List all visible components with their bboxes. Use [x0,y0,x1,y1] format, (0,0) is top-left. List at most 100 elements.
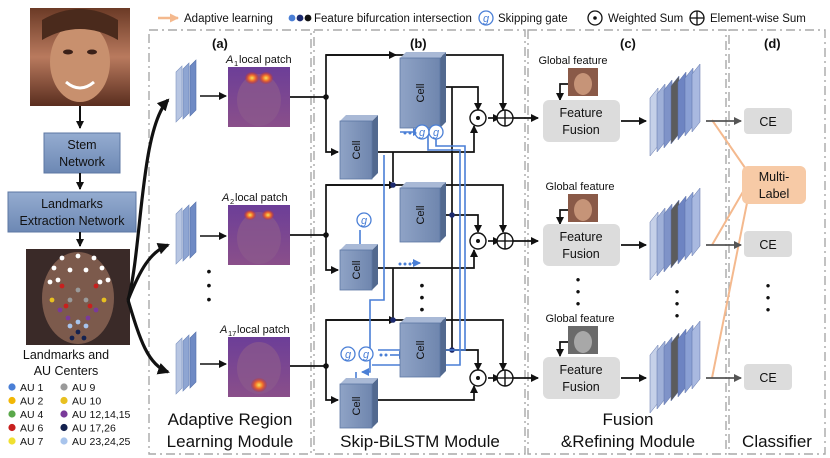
bifurcation-dots [323,94,455,369]
landmark-point [55,277,61,283]
cell-label: Cell [351,141,363,160]
panel-a-title-line2: Learning Module [167,432,294,451]
ellipsis-dots-b-1: • [420,277,425,293]
landmark-point [63,303,69,309]
gate-symbol: g [419,127,426,139]
ce-box-2: CE [744,231,792,257]
feature-stack-3 [175,331,197,395]
landmark-point [93,307,99,313]
skipping-gate-icon: g [340,346,356,362]
au-legend-label: AU 12,14,15 [72,409,131,421]
stem-network-box: Stem Network [43,132,121,174]
global-feature-arrows [556,83,568,357]
panel-b-title: Skip-BiLSTM Module [340,432,500,451]
panel-borders [148,29,826,455]
panel-d-label: (d) [764,36,781,51]
au-color-dot [60,437,68,445]
fusion-to-refine-arrows [621,117,647,382]
au-color-dot [8,396,16,405]
fusion-refining-module: Global feature Global feature Global fea… [538,55,701,414]
panel-c-border [527,29,727,455]
landmark-point [83,297,89,303]
landmark-point [99,265,105,271]
gate-symbol: g [345,349,352,361]
au-color-dot [60,383,68,391]
au-color-dot [8,423,16,432]
feature-bifurcation-dots-icon [288,14,312,22]
feature-fusion-3-line1: Feature [559,363,602,377]
skipping-gate-icon: g [478,10,494,26]
skipping-gate-icon: g [358,346,374,362]
skipping-gate-icon: g [428,124,444,140]
feature-fusion-3-line2: Fusion [562,380,600,394]
element-wise-sum-icon [496,369,514,387]
au-legend-label: AU 6 [20,423,44,435]
element-wise-sum-icon [496,109,514,127]
element-wise-sum-icon [496,232,514,250]
panel-d-title: Classifier [742,432,812,451]
landmark-point [81,335,87,341]
patch-2-suffix: local patch [235,192,288,204]
au-legend-label: AU 17,26 [72,423,116,435]
ellipsis-dots-d-3: • [766,302,771,317]
landmark-point [101,297,107,303]
ce-box-3: CE [744,364,792,390]
patch-3-sub: 17 [228,329,236,338]
global-face-1 [568,68,598,96]
landmark-point [75,329,81,335]
landmark-point [59,283,65,289]
global-face-2 [568,194,598,222]
ellipsis-dots-a-3: • [207,291,212,307]
stem-network-line1: Stem [67,138,96,152]
landmark-point [75,287,81,293]
cell-label: Cell [415,84,427,103]
ellipsis-dots-b-3: • [420,301,425,317]
panel-c-title-line1: Fusion [602,410,653,429]
global-feature-label-3: Global feature [545,313,614,325]
legend-element-wise-sum: Element-wise Sum [710,13,806,25]
local-patch-3-image [228,337,290,397]
landmark-point [85,315,91,321]
ce-label-2: CE [759,238,776,252]
landmark-point [75,253,81,259]
ellipsis-dots-b-2: • [420,289,425,305]
patch-3-prefix: A [219,324,227,336]
au-color-dot [8,437,16,445]
landmarks-network-line1: Landmarks [41,197,103,211]
legend-weighted-sum: Weighted Sum [608,13,683,25]
au-legend-label: AU 10 [72,396,101,408]
landmark-point [105,277,111,283]
legend-feature-bifurcation: Feature bifurcation intersection [314,13,472,25]
au-legend-label: AU 4 [20,409,44,421]
au-legend-label: AU 7 [20,436,44,448]
landmark-point [69,335,75,341]
landmarks-face-image [26,249,130,345]
ellipsis-dots-a-2: • [207,277,212,293]
landmarks-caption-line1: Landmarks and [23,348,109,362]
landmark-point [59,255,65,261]
ellipsis-dots-c-4: • [675,284,680,299]
panel-b-label: (b) [410,36,427,51]
landmark-point [87,303,93,309]
arrow-to-branch-2 [126,243,170,301]
lstm-cell: Cell [339,378,378,429]
panel-b-border [313,29,526,455]
gate-symbol: g [363,349,370,361]
lstm-cell: Cell [399,182,446,243]
legend: Adaptive learning Feature bifurcation in… [158,10,806,26]
feature-fusion-2-line1: Feature [559,230,602,244]
lstm-cell: Cell [339,115,378,180]
arrow-to-branch-3 [126,299,170,375]
feature-fusion-box-2: Feature Fusion [543,224,620,266]
landmark-point [47,279,53,285]
stem-network-line2: Network [59,155,106,169]
local-patch-2-image [228,205,290,265]
au-color-dot [60,396,68,405]
feature-stack-2 [175,201,197,265]
au-legend-label: AU 2 [20,396,44,408]
legend-adaptive-learning: Adaptive learning [184,13,273,25]
